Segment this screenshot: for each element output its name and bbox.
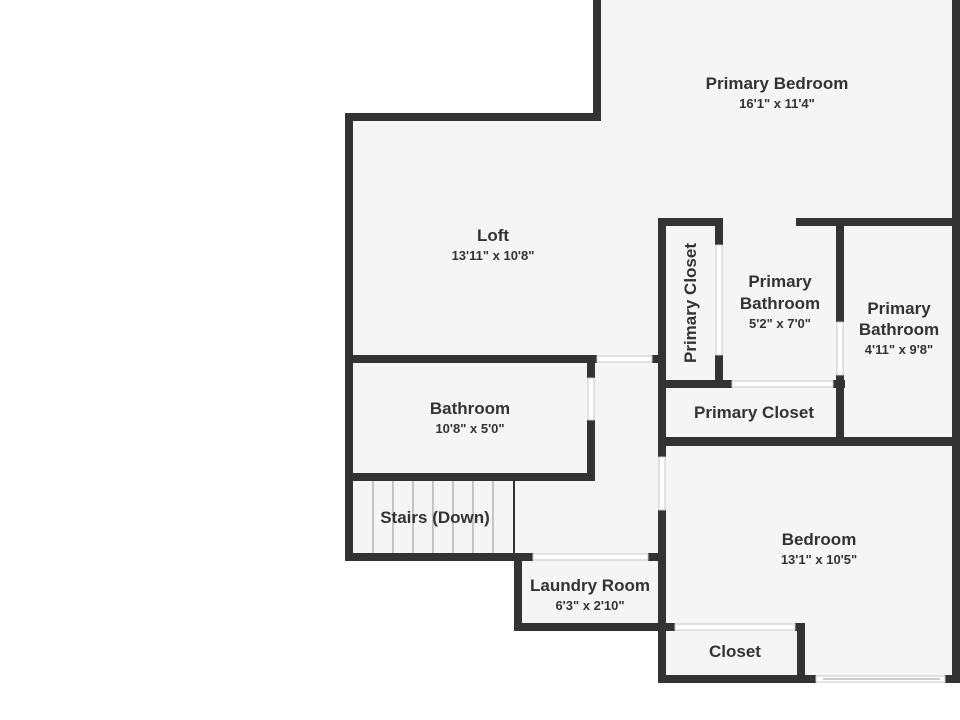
room-name-line1: Primary [748, 272, 812, 291]
floor-area [349, 0, 956, 680]
room-name: Primary Closet [694, 403, 814, 422]
room-loft: Loft 13'11" x 10'8" [452, 226, 535, 263]
room-primary-closet-horizontal: Primary Closet [694, 403, 814, 422]
room-dims: 16'1" x 11'4" [739, 96, 815, 111]
room-name-line2: Bathroom [740, 294, 820, 313]
room-laundry: Laundry Room 6'3" x 2'10" [530, 576, 650, 613]
room-name-line1: Primary [867, 299, 931, 318]
room-stairs: Stairs (Down) [380, 508, 490, 527]
room-bathroom: Bathroom 10'8" x 5'0" [430, 399, 510, 436]
room-dims: 13'11" x 10'8" [452, 248, 535, 263]
room-name: Laundry Room [530, 576, 650, 595]
room-bedroom: Bedroom 13'1" x 10'5" [781, 530, 857, 567]
room-dims: 4'11" x 9'8" [865, 342, 933, 357]
room-closet: Closet [709, 642, 761, 661]
walls [345, 0, 960, 683]
room-name: Loft [477, 226, 509, 245]
room-dims: 5'2" x 7'0" [749, 316, 811, 331]
room-name: Stairs (Down) [380, 508, 490, 527]
room-name-line2: Bathroom [859, 320, 939, 339]
room-name: Primary Bedroom [706, 74, 849, 93]
room-name: Bathroom [430, 399, 510, 418]
room-name: Closet [709, 642, 761, 661]
room-dims: 6'3" x 2'10" [555, 598, 624, 613]
room-name: Primary Closet [681, 243, 700, 363]
room-primary-bedroom: Primary Bedroom 16'1" x 11'4" [706, 74, 849, 111]
openings [532, 244, 946, 683]
room-name: Bedroom [782, 530, 857, 549]
room-primary-bathroom-2: Primary Bathroom 4'11" x 9'8" [859, 299, 939, 357]
room-primary-bathroom-1: Primary Bathroom 5'2" x 7'0" [740, 272, 820, 331]
room-dims: 10'8" x 5'0" [435, 421, 504, 436]
room-dims: 13'1" x 10'5" [781, 552, 857, 567]
stairs-treads [372, 481, 515, 555]
room-primary-closet-vertical: Primary Closet [681, 243, 700, 363]
